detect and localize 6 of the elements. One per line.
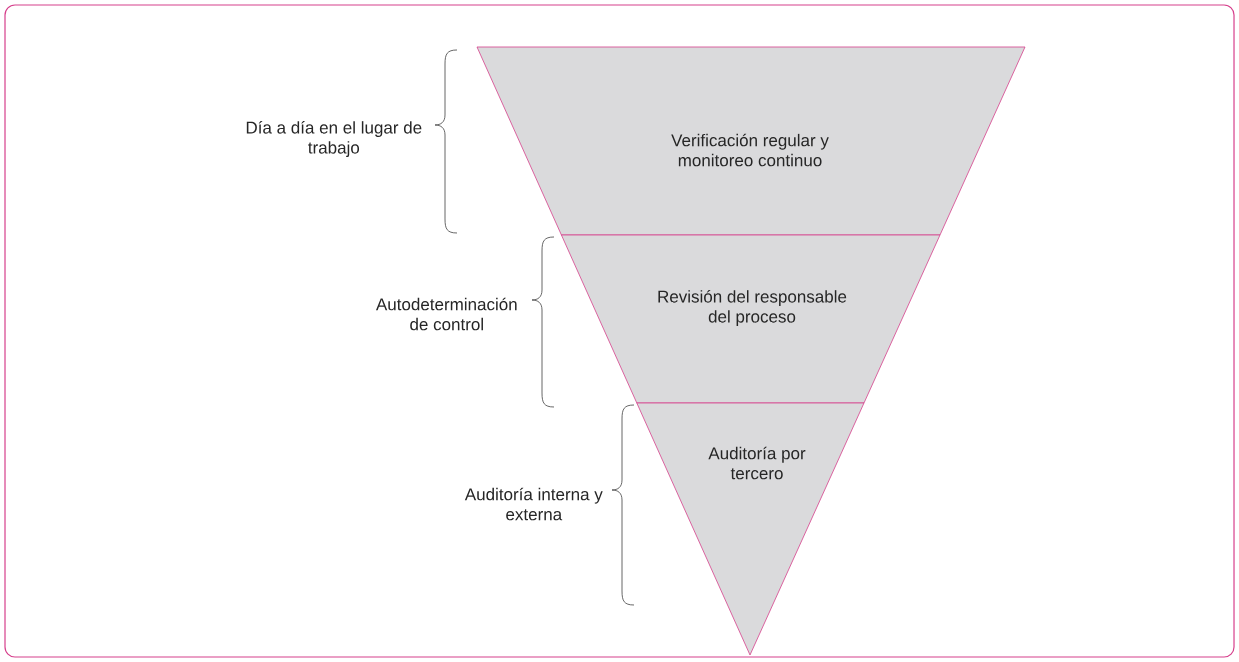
- pyramid-band: Revisión del responsable del proceso: [561, 234, 941, 404]
- pyramid-band: Auditoría por tercero: [636, 402, 865, 656]
- side-label: Autodeterminación de control: [375, 297, 517, 331]
- pyramid-band: Verificación regular y monitoreo continuo: [476, 46, 1026, 236]
- side-label: Auditoría interna y externa: [464, 487, 603, 521]
- side-label: Día a día en el lugar de trabajo: [246, 121, 422, 157]
